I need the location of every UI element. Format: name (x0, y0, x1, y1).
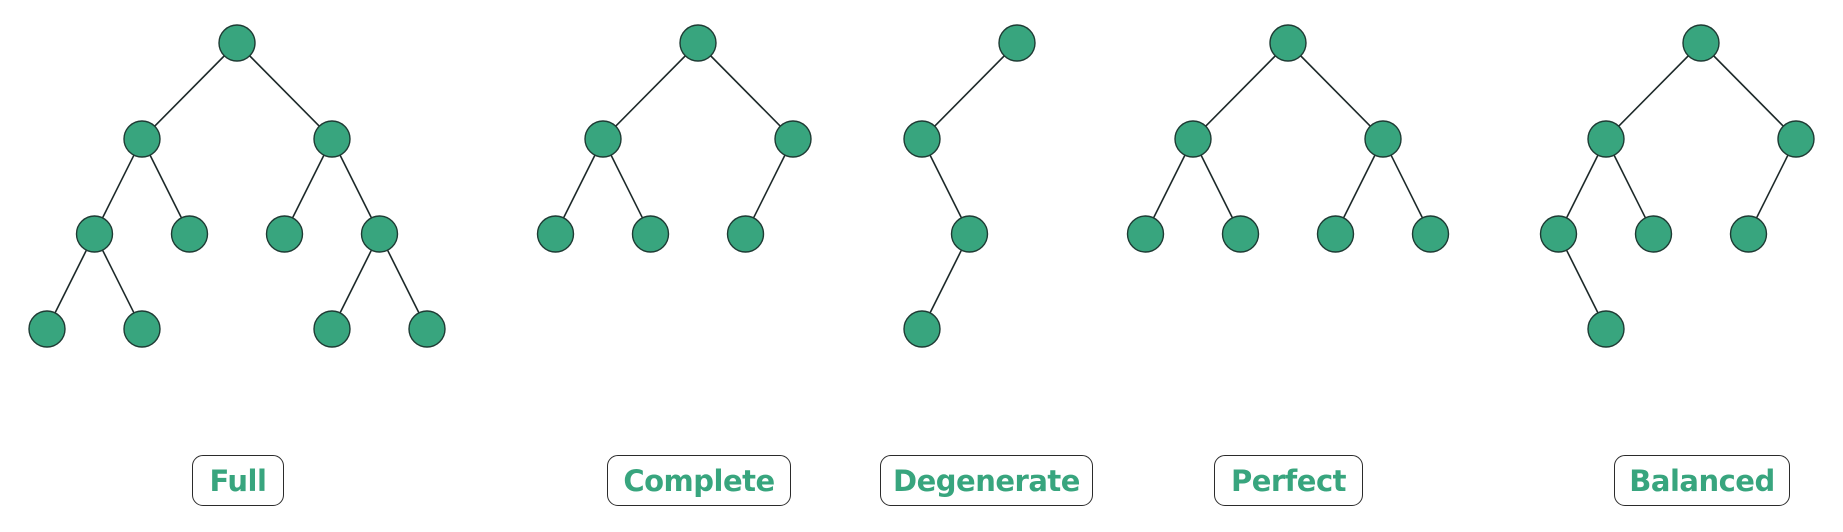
tree-complete (536, 24, 812, 253)
tree-node (75, 215, 114, 253)
tree-node (1729, 215, 1768, 253)
tree-node (1411, 215, 1450, 253)
tree-node (774, 120, 812, 158)
tree-full (28, 24, 446, 348)
tree-root-node (679, 24, 717, 62)
tree-perfect (1126, 24, 1450, 253)
tree-node (265, 215, 304, 253)
tree-node (1539, 215, 1578, 253)
tree-edge (141, 42, 238, 140)
tree-edge (1605, 42, 1702, 140)
tree-root-node (218, 24, 256, 62)
tree-edge (1192, 42, 1289, 140)
tree-node (408, 310, 446, 348)
tree-node (1126, 215, 1165, 253)
tree-node (1221, 215, 1260, 253)
tree-root-node (1682, 24, 1720, 62)
label-degenerate: Degenerate (880, 455, 1093, 506)
tree-node (950, 215, 989, 253)
tree-node (170, 215, 209, 253)
tree-edge (1287, 42, 1384, 140)
tree-node (1634, 215, 1673, 253)
tree-node (360, 215, 399, 253)
tree-node (726, 215, 765, 253)
tree-balanced (1539, 24, 1815, 348)
label-full: Full (192, 455, 284, 506)
tree-node (123, 120, 161, 158)
tree-node (584, 120, 622, 158)
tree-node (1777, 120, 1815, 158)
tree-root-node (1269, 24, 1307, 62)
label-perfect: Perfect (1214, 455, 1363, 506)
tree-node (1587, 310, 1625, 348)
tree-degenerate (903, 24, 1036, 348)
tree-node (313, 310, 351, 348)
label-complete: Complete (607, 455, 791, 506)
tree-edge (1700, 42, 1797, 140)
tree-node (1316, 215, 1355, 253)
tree-node (28, 310, 66, 348)
tree-edge (602, 42, 699, 140)
tree-node (1587, 120, 1625, 158)
tree-edge (236, 42, 333, 140)
tree-node (1174, 120, 1212, 158)
label-balanced: Balanced (1614, 455, 1790, 506)
tree-edge (697, 42, 794, 140)
tree-node (313, 120, 351, 158)
tree-root-node (998, 24, 1036, 62)
tree-node (536, 215, 575, 253)
tree-node (631, 215, 670, 253)
tree-edge (921, 42, 1018, 140)
tree-node (1364, 120, 1402, 158)
tree-node (123, 310, 161, 348)
tree-node (903, 310, 941, 348)
tree-node (903, 120, 941, 158)
